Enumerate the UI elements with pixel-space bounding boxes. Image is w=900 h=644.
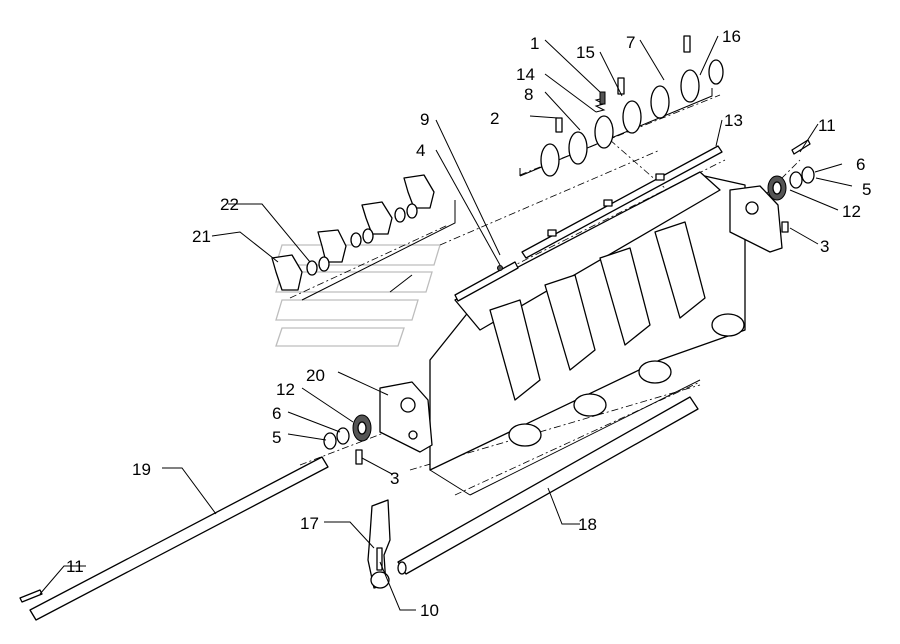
- label-14: 14: [516, 65, 535, 84]
- label-1: 1: [530, 34, 539, 53]
- agitator-discs: [540, 59, 724, 177]
- label-6-right: 6: [856, 155, 865, 174]
- label-8: 8: [524, 85, 533, 104]
- label-22: 22: [220, 195, 239, 214]
- agitator-assembly: [540, 35, 724, 177]
- label-11-left: 11: [66, 557, 84, 576]
- hopper-frame: [429, 171, 746, 496]
- label-12-left: 12: [276, 380, 295, 399]
- spring-part-14: [594, 97, 606, 113]
- label-18: 18: [578, 515, 597, 534]
- leader-lines: [39, 35, 853, 611]
- label-15: 15: [576, 43, 595, 62]
- washers-22: [306, 203, 418, 276]
- label-17: 17: [300, 514, 319, 533]
- left-bearing-set: [323, 414, 372, 465]
- label-9: 9: [420, 110, 429, 129]
- part-19-long-shaft: [19, 456, 329, 621]
- label-5-right: 5: [862, 180, 871, 199]
- label-5-left: 5: [272, 428, 281, 447]
- label-6-left: 6: [272, 404, 281, 423]
- label-20: 20: [306, 366, 325, 385]
- part-20-side-plate: [379, 381, 433, 453]
- label-10: 10: [420, 601, 439, 620]
- outlet-tubes: [508, 313, 745, 447]
- label-7: 7: [626, 33, 635, 52]
- label-13: 13: [724, 111, 743, 130]
- label-16: 16: [722, 27, 741, 46]
- cover-assembly: [271, 174, 435, 291]
- label-12-right: 12: [842, 202, 861, 221]
- label-3-left: 3: [390, 469, 399, 488]
- watermark-logo: [275, 244, 441, 347]
- part-labels: 1 2 3 3 4 5 5 6 6 7 8 9 10 11 11 12 12 1…: [66, 27, 871, 620]
- part-18-long-rod: [397, 396, 699, 575]
- label-3-right: 3: [820, 237, 829, 256]
- right-side-plate: [729, 185, 783, 253]
- part-17-lever: [367, 499, 391, 589]
- label-11-right: 11: [818, 116, 836, 135]
- label-4: 4: [416, 141, 425, 160]
- label-21: 21: [192, 227, 211, 246]
- label-19: 19: [132, 460, 151, 479]
- right-bearing-set: [767, 139, 815, 233]
- part-13-upper-rail: [521, 145, 723, 259]
- part-9-rail: [454, 261, 519, 302]
- label-2: 2: [490, 109, 499, 128]
- frame-ribs: [489, 221, 706, 401]
